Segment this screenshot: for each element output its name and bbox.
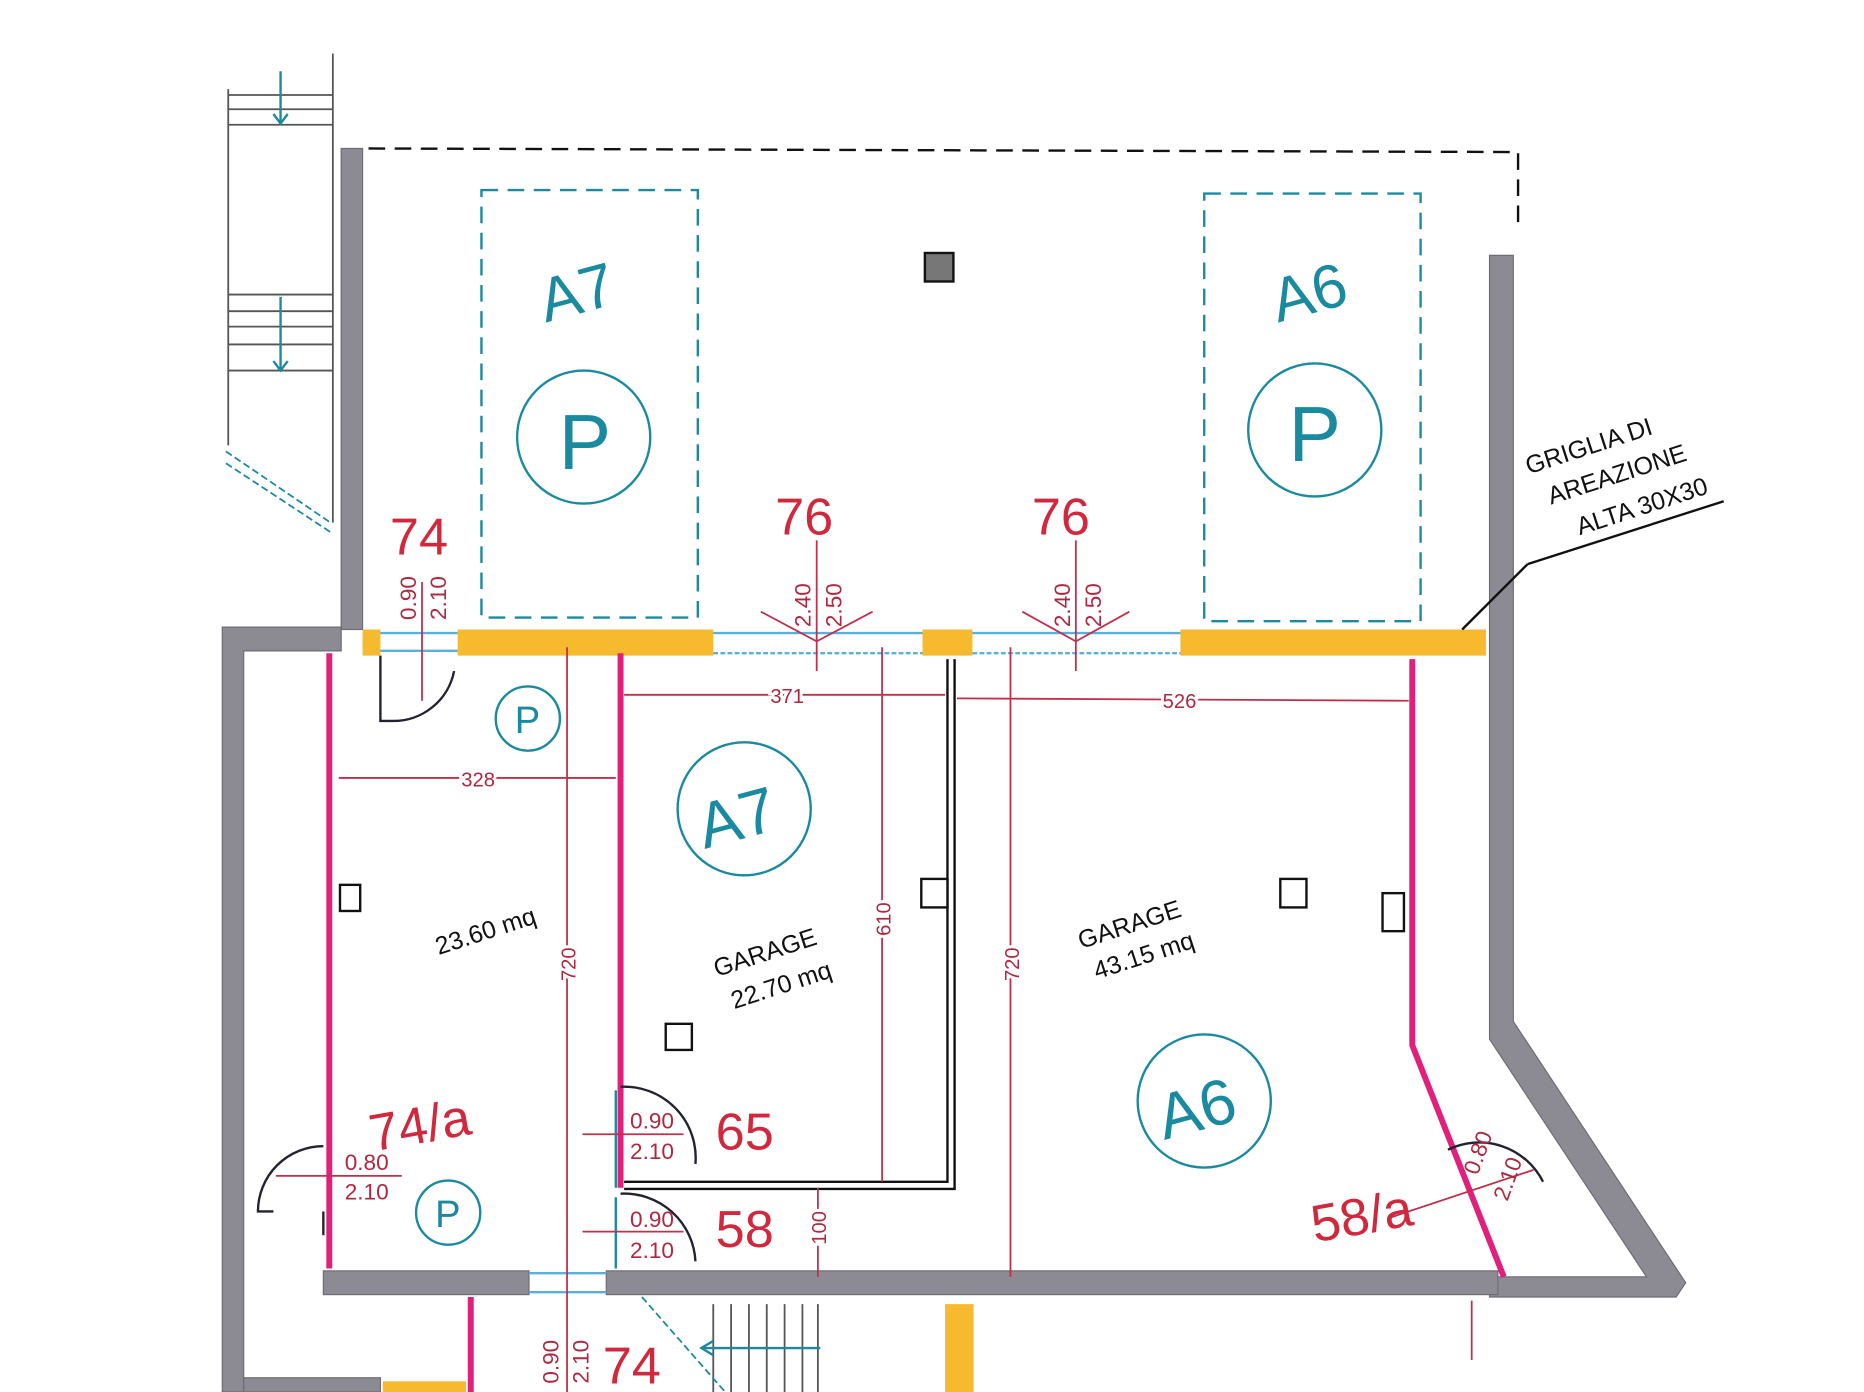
wall-left-lower bbox=[221, 626, 342, 1392]
parking-symbol: P bbox=[1289, 390, 1341, 478]
wall-bottom-right bbox=[605, 1270, 1499, 1296]
dim-720-right: 720 bbox=[1002, 947, 1024, 981]
dim-100: 100 bbox=[809, 1211, 831, 1245]
ventilation-note: GRIGLIA DI AREAZIONE ALTA 30X30 bbox=[1522, 413, 1711, 541]
door-swings bbox=[256, 655, 1545, 1269]
wall-bottom-left-2 bbox=[243, 1377, 382, 1392]
door-74a-width: 0.80 bbox=[345, 1150, 389, 1175]
dim-610: 610 bbox=[873, 902, 895, 936]
wall-left-upper bbox=[340, 147, 364, 631]
room-number-58: 58 bbox=[716, 1201, 774, 1259]
room-number-65: 65 bbox=[716, 1104, 774, 1162]
stairs-bottom bbox=[641, 1296, 821, 1392]
door-65-width: 0.90 bbox=[630, 1108, 674, 1133]
parking-icon bbox=[414, 1179, 482, 1246]
parking-symbol: P bbox=[435, 1194, 460, 1236]
room-number-58a: 58/a bbox=[1307, 1179, 1418, 1254]
door-74b-width: 0.90 bbox=[539, 1340, 564, 1384]
wall-right bbox=[1488, 254, 1687, 1298]
wall-magenta-right bbox=[1409, 659, 1507, 1278]
pillar-icon bbox=[923, 251, 955, 283]
door-74a-height: 2.10 bbox=[345, 1180, 389, 1205]
room-numbers: 74 76 76 74/a 65 58 58/a 74 bbox=[365, 488, 1418, 1392]
wall-bottom-left bbox=[322, 1270, 530, 1296]
stairs-top bbox=[225, 53, 334, 533]
room-number-76: 76 bbox=[1032, 488, 1090, 546]
parking-zone-a7 bbox=[480, 188, 699, 619]
unit-circle-a6 bbox=[1136, 1033, 1272, 1169]
stair-arrow-icon bbox=[272, 71, 289, 373]
door-58a-height: 2.10 bbox=[1489, 1154, 1528, 1204]
dim-328: 328 bbox=[461, 769, 495, 791]
parking-zone-a6 bbox=[1203, 192, 1422, 623]
dim-526: 526 bbox=[1163, 691, 1197, 713]
parking-icon bbox=[515, 369, 652, 505]
door-65-height: 2.10 bbox=[630, 1139, 674, 1164]
room-number-74: 74 bbox=[390, 509, 448, 567]
door-74-width: 0.90 bbox=[396, 576, 421, 620]
room-number-74-bottom: 74 bbox=[603, 1338, 661, 1392]
dimension-labels: 371 526 328 720 610 720 100 bbox=[458, 683, 1199, 1248]
parking-symbol: P bbox=[515, 700, 540, 742]
window-76a-height: 2.50 bbox=[822, 583, 847, 627]
door-58-height: 2.10 bbox=[630, 1238, 674, 1263]
parking-symbol: P bbox=[559, 398, 611, 486]
pillar-outlines bbox=[338, 877, 1406, 1052]
zone-label-a7: A7 bbox=[531, 250, 622, 336]
zone-label-a6: A6 bbox=[1264, 250, 1355, 336]
dim-371: 371 bbox=[770, 686, 804, 708]
parking-icon bbox=[494, 685, 562, 752]
room-area-left: 23.60 mq bbox=[432, 902, 540, 961]
window-76b-width: 2.40 bbox=[1050, 583, 1075, 627]
dimension-lines bbox=[275, 500, 1725, 1392]
door-74-height: 2.10 bbox=[426, 576, 451, 620]
unit-circle-a7 bbox=[676, 741, 812, 877]
room-number-76: 76 bbox=[775, 488, 833, 546]
parking-icon bbox=[1247, 362, 1383, 498]
dim-720-left: 720 bbox=[558, 947, 580, 981]
door-58-width: 0.90 bbox=[630, 1207, 674, 1232]
window-76b-height: 2.50 bbox=[1081, 583, 1106, 627]
window-76a-width: 2.40 bbox=[791, 583, 816, 627]
unit-label-a6: A6 bbox=[1149, 1064, 1243, 1154]
door-58a-width: 0.80 bbox=[1459, 1128, 1498, 1178]
yellow-partitions bbox=[362, 629, 1486, 1392]
door-74b-height: 2.10 bbox=[568, 1340, 593, 1384]
wall-black-partition bbox=[624, 659, 956, 1191]
room-number-74a: 74/a bbox=[365, 1088, 476, 1163]
unit-label-a7: A7 bbox=[689, 773, 783, 863]
door-dimension-labels: 0.90 2.10 2.40 2.50 2.40 2.50 0.80 2.10 … bbox=[345, 576, 1527, 1384]
